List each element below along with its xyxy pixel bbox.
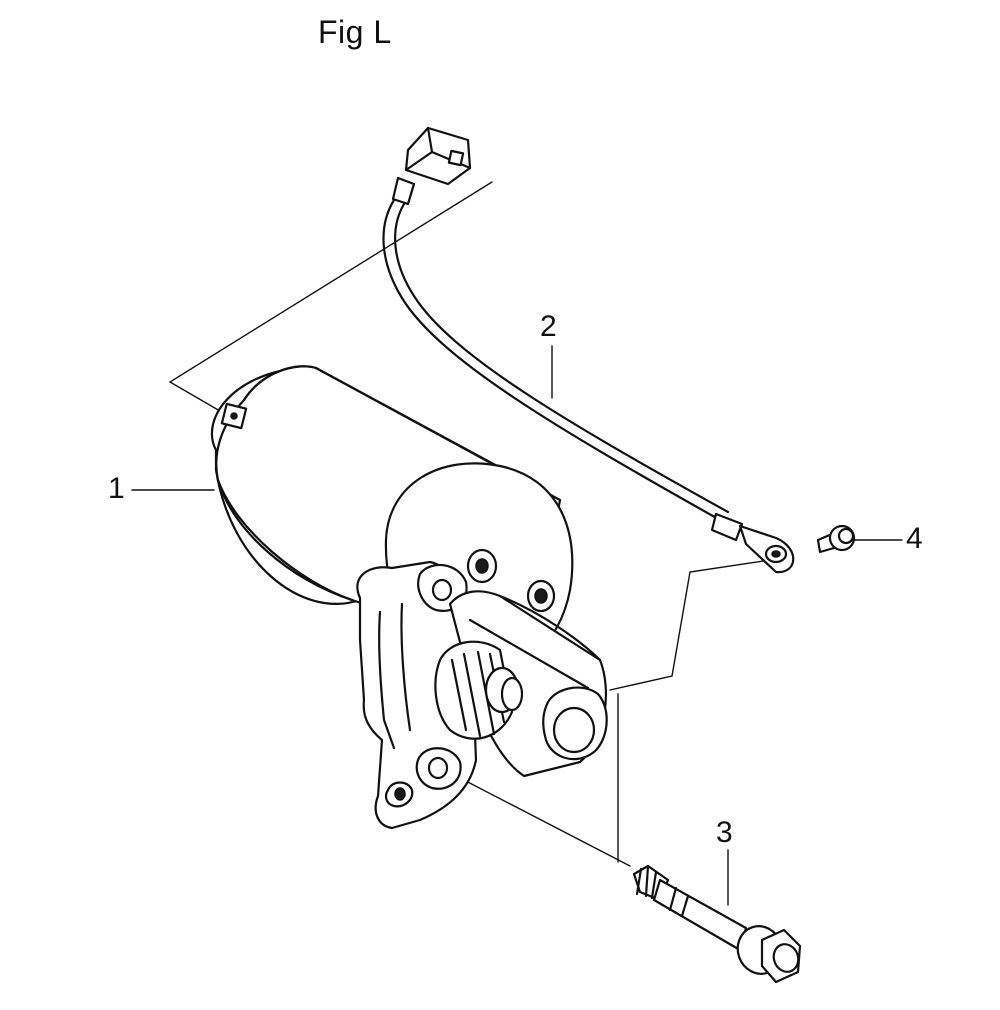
callout-part-1: 1 — [108, 472, 125, 505]
part-1-starter-motor — [210, 365, 608, 830]
part-4-terminal-nut — [816, 524, 856, 554]
bolt-alignment-line-lower — [459, 777, 631, 867]
callout-part-2: 2 — [540, 310, 557, 343]
callout-part-3: 3 — [716, 816, 733, 849]
part-3-mounting-bolt — [632, 864, 802, 984]
cable-terminal-bracket — [609, 559, 771, 691]
figure-title: Fig L — [318, 14, 392, 50]
callout-part-4: 4 — [906, 522, 923, 555]
part-2-cable — [382, 126, 795, 574]
